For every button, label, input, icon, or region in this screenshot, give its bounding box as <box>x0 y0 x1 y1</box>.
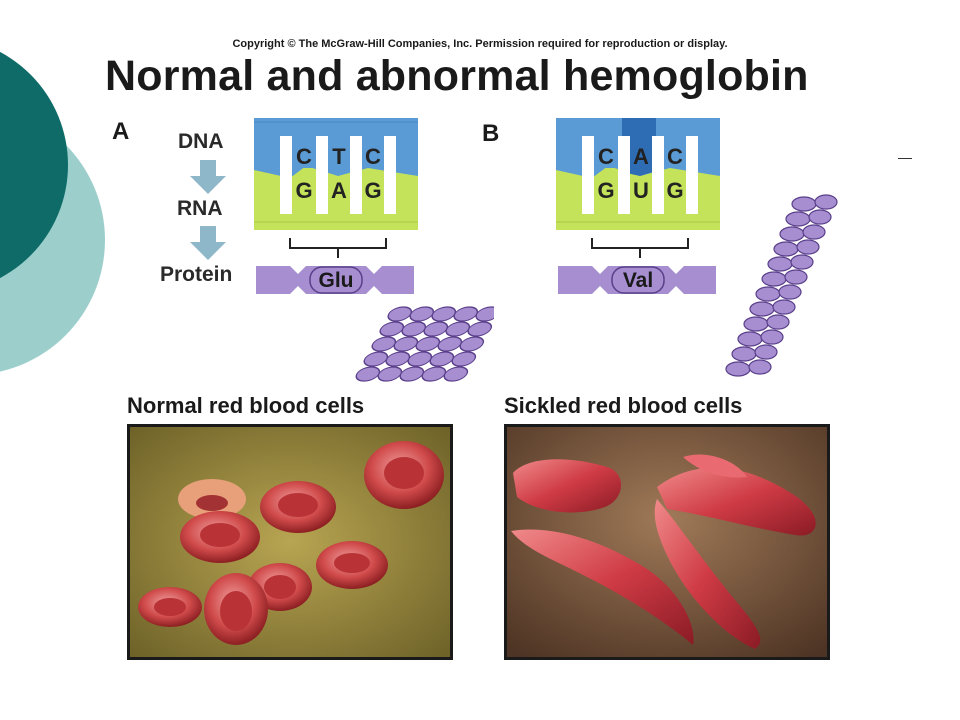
sickle-cell <box>657 467 816 536</box>
flow-label-rna: RNA <box>177 197 223 220</box>
divider-mark <box>898 158 912 159</box>
sickle-cell <box>513 459 622 513</box>
red-blood-cell <box>260 481 336 533</box>
red-blood-cell <box>364 441 444 509</box>
photo-normal-red-blood-cells <box>127 424 453 660</box>
dna-base: C <box>296 144 312 169</box>
amino-acid-label: Val <box>623 269 653 292</box>
dna-base-mutated: A <box>633 144 649 169</box>
decorative-circles <box>0 51 105 372</box>
dna-rna-diagram-a: C T C G A G <box>254 118 418 230</box>
red-blood-cell <box>180 511 260 563</box>
panel-a-letter: A <box>112 118 130 145</box>
flow-label-protein: Protein <box>160 263 233 286</box>
dark-circle <box>0 51 68 279</box>
protein-chain-a: Glu <box>256 238 414 294</box>
down-arrow-icon <box>190 226 226 260</box>
photo-sickled-red-blood-cells <box>504 424 830 660</box>
down-arrow-icon <box>190 160 226 194</box>
dna-base: C <box>598 144 614 169</box>
rna-base: A <box>331 178 347 203</box>
dna-base: C <box>365 144 381 169</box>
dna-rna-diagram-b: C A C G U G <box>556 118 720 230</box>
copyright-notice: Copyright © The McGraw-Hill Companies, I… <box>232 38 728 50</box>
red-blood-cell <box>178 479 246 519</box>
rna-base: G <box>295 178 312 203</box>
caption-sickled-cells: Sickled red blood cells <box>504 393 743 418</box>
sickle-cell <box>683 454 747 478</box>
dna-base: C <box>667 144 683 169</box>
light-circle <box>0 108 105 372</box>
page-title: Normal and abnormal hemoglobin <box>105 52 809 100</box>
caption-normal-cells: Normal red blood cells <box>127 393 365 418</box>
amino-acid-label: Glu <box>319 269 354 292</box>
red-blood-cell <box>204 573 268 645</box>
sickle-cell <box>511 529 694 645</box>
rna-base-mutated: U <box>633 178 649 203</box>
protein-chain-b: Val <box>558 238 716 294</box>
hemoglobin-lattice-normal <box>355 306 494 382</box>
rna-base: G <box>364 178 381 203</box>
red-blood-cell <box>138 587 202 627</box>
panel-b-letter: B <box>482 120 500 147</box>
rna-base: G <box>597 178 614 203</box>
dna-base: T <box>332 144 346 169</box>
hemoglobin-fiber-sickle <box>725 194 838 377</box>
rna-base: G <box>666 178 683 203</box>
red-blood-cell <box>316 541 388 589</box>
sickle-cell <box>654 499 761 649</box>
flow-label-dna: DNA <box>178 130 224 153</box>
